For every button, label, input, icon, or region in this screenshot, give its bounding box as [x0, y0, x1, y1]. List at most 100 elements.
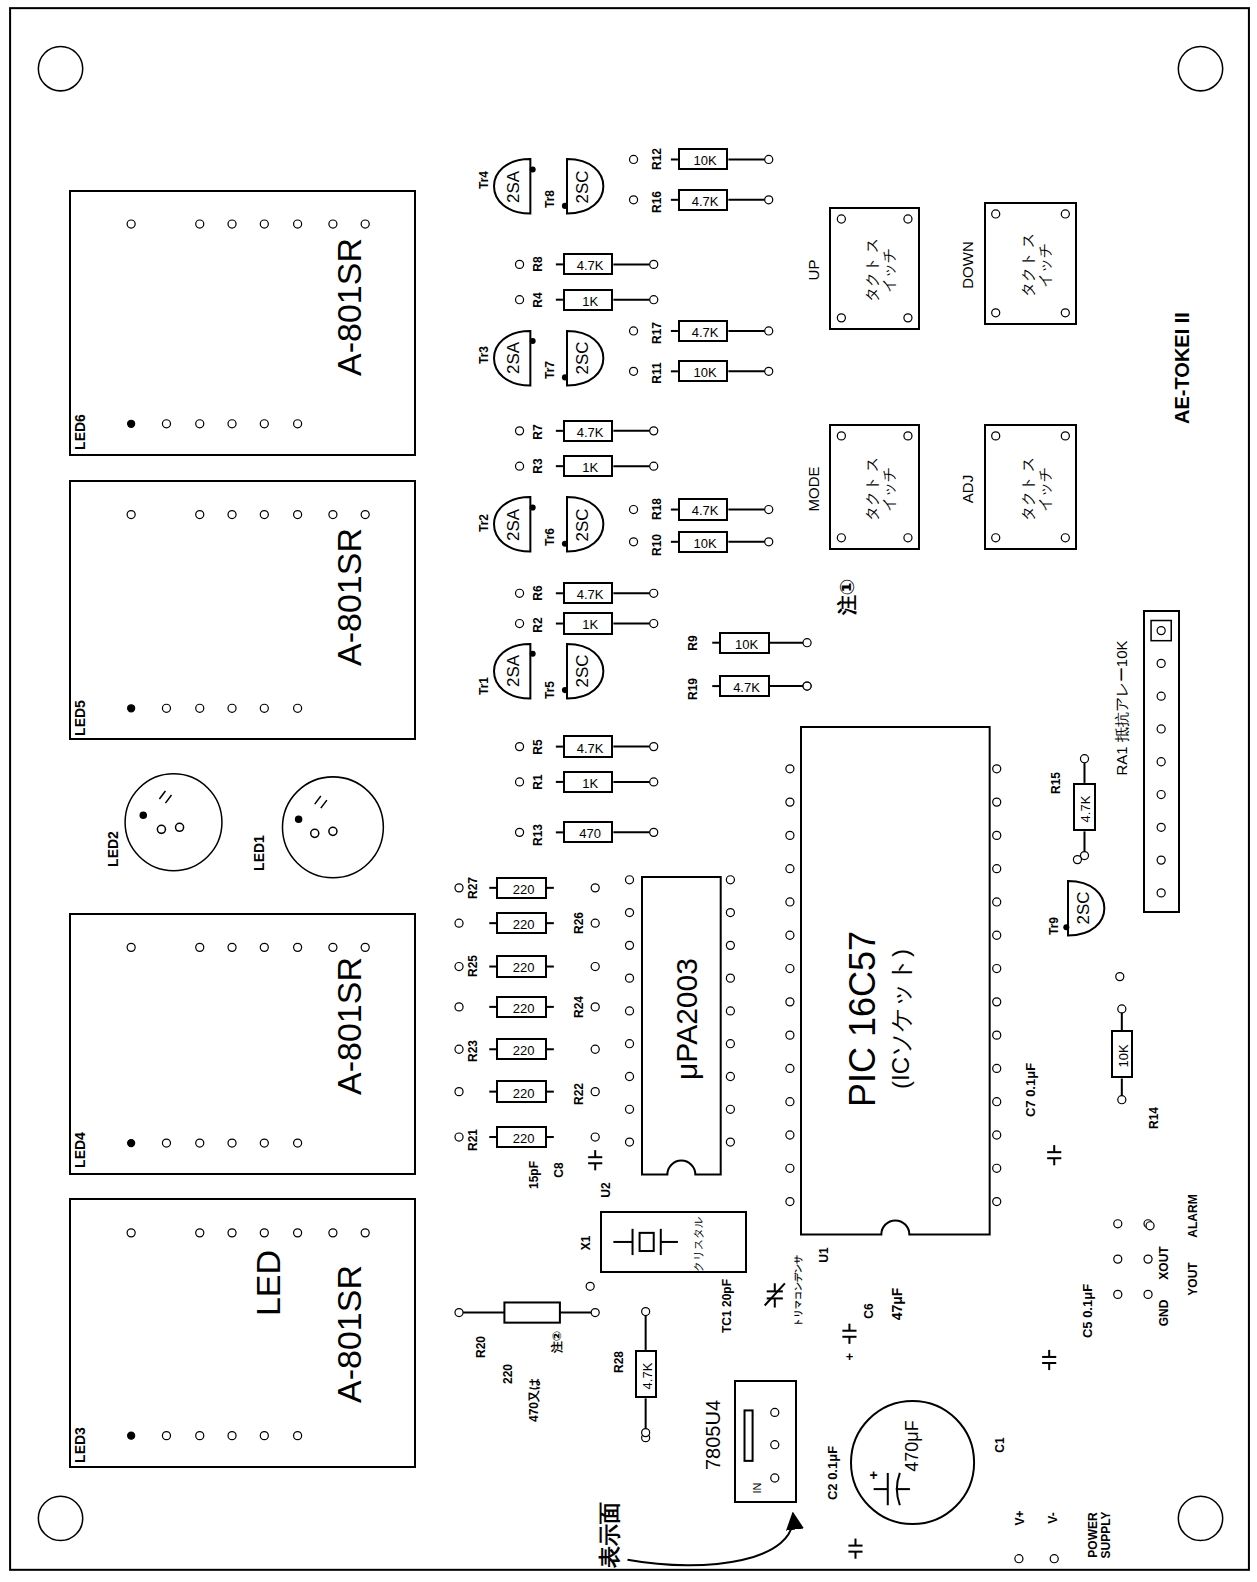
- capacitor-label: C6: [863, 1304, 876, 1319]
- pad-hole: [630, 538, 638, 546]
- pad-hole: [1157, 856, 1165, 864]
- part-value: 2SA: [505, 509, 524, 541]
- terminal-label: V-: [1048, 1513, 1061, 1524]
- resistor-body: 4.7K: [678, 320, 728, 342]
- resistor-body: [504, 1302, 559, 1322]
- part-ref: X1: [581, 1236, 594, 1251]
- lead-wire: [1121, 1013, 1123, 1030]
- part-value: LED: [251, 1250, 288, 1316]
- leader-arrow: [627, 1513, 793, 1565]
- pad-hole: [127, 1229, 135, 1237]
- lead-wire: [556, 263, 563, 265]
- led-ref: LED4: [73, 1132, 88, 1168]
- resistor-body: 1K: [563, 289, 613, 311]
- pad-hole: [786, 765, 794, 773]
- pad-hole: [455, 1309, 463, 1317]
- pad-hole: [630, 196, 638, 204]
- resistor-array: RA1 抵抗アレー10K: [1143, 610, 1180, 913]
- transistor-outline: 2SC: [563, 642, 603, 701]
- pad-hole: [904, 215, 912, 223]
- part-value: 2SA: [505, 655, 524, 687]
- terminal-label: GND: [1159, 1300, 1172, 1327]
- capacitor-symbol: [1047, 1145, 1061, 1165]
- resistor-body: 1K: [563, 771, 613, 793]
- pad-hole: [260, 704, 268, 712]
- lead-wire: [1121, 1079, 1123, 1096]
- pad-hole: [128, 1432, 135, 1439]
- pad-hole: [516, 619, 524, 627]
- lead-wire: [556, 831, 563, 833]
- part-value: 4.7K: [640, 1363, 654, 1390]
- part-heading: DOWN: [960, 242, 977, 290]
- resistor-ref: R2: [532, 618, 545, 633]
- led-ref: LED1: [253, 836, 268, 872]
- part-value: 10K: [694, 537, 717, 551]
- resistor-body: 220: [496, 996, 546, 1018]
- pad-hole: [786, 831, 794, 839]
- pad-hole: [630, 506, 638, 514]
- lead-wire: [489, 922, 496, 924]
- pad-hole: [625, 1138, 633, 1146]
- board-outline: [10, 8, 1249, 1570]
- pad-hole: [786, 1031, 794, 1039]
- part-value: タクト スイッチ: [863, 456, 896, 522]
- lead-wire: [671, 199, 678, 201]
- resistor-body: 4.7K: [563, 420, 613, 442]
- lead-wire: [770, 685, 803, 687]
- pad-hole: [786, 1098, 794, 1106]
- lead-wire: [560, 1312, 591, 1314]
- capacitor-symbol: [1042, 1350, 1056, 1370]
- part-value: 1K: [582, 618, 598, 632]
- pad-hole: [765, 155, 773, 163]
- pad-hole: [1114, 1220, 1122, 1228]
- transistor-outline: 2SA: [494, 495, 534, 554]
- pad-hole: [1146, 1222, 1154, 1230]
- pad-hole: [294, 220, 302, 228]
- lead-wire: [556, 465, 563, 467]
- pad-hole: [260, 220, 268, 228]
- ic-outline: μPA2003: [641, 876, 722, 1176]
- pad-hole: [786, 898, 794, 906]
- resistor-ref: R16: [651, 191, 664, 213]
- part-value: (ICソケット): [888, 949, 914, 1089]
- pad-hole: [837, 215, 845, 223]
- resistor-body: 10K: [678, 360, 728, 382]
- part-ref: U2: [601, 1183, 614, 1198]
- pad-hole: [128, 1140, 135, 1147]
- tact-switch: MODEタクト スイッチ: [829, 424, 920, 550]
- pad-hole: [228, 943, 236, 951]
- lead-wire: [728, 330, 764, 332]
- lead-wire: [613, 781, 649, 783]
- pad-hole: [630, 155, 638, 163]
- resistor-ref: R24: [573, 996, 586, 1018]
- pad-hole: [329, 511, 337, 519]
- lead-wire: [547, 922, 554, 924]
- lead-wire: [613, 623, 649, 625]
- pad-hole: [837, 534, 845, 542]
- pad-hole: [771, 1474, 779, 1482]
- part-value: 10K: [694, 154, 717, 168]
- pad-hole: [586, 1282, 594, 1290]
- resistor-ref: R20: [476, 1336, 489, 1358]
- pad-hole: [196, 943, 204, 951]
- part-value: 4.7K: [733, 681, 760, 695]
- pad-hole: [260, 1229, 268, 1237]
- lead-wire: [671, 330, 678, 332]
- resistor-body: 4.7K: [678, 498, 728, 520]
- pad-hole: [294, 420, 302, 428]
- pad-hole: [726, 1105, 734, 1113]
- part-value: 10K: [735, 637, 758, 651]
- regulator-outline: 7805U4IN: [734, 1380, 797, 1503]
- pad-hole: [228, 1139, 236, 1147]
- pad-hole: [993, 798, 1001, 806]
- lead-wire: [728, 541, 764, 543]
- transistor-outline: 2SA: [494, 157, 534, 216]
- ic-outline: PIC 16C57(ICソケット): [800, 726, 991, 1235]
- resistor-body: 10K: [1111, 1030, 1133, 1078]
- part-heading: 7805U4: [702, 1399, 724, 1469]
- capacitor-label: TC1 20pF: [722, 1279, 735, 1333]
- lead-wire: [547, 1091, 554, 1093]
- pad-hole: [993, 831, 1001, 839]
- part-value: 4.7K: [1079, 796, 1093, 823]
